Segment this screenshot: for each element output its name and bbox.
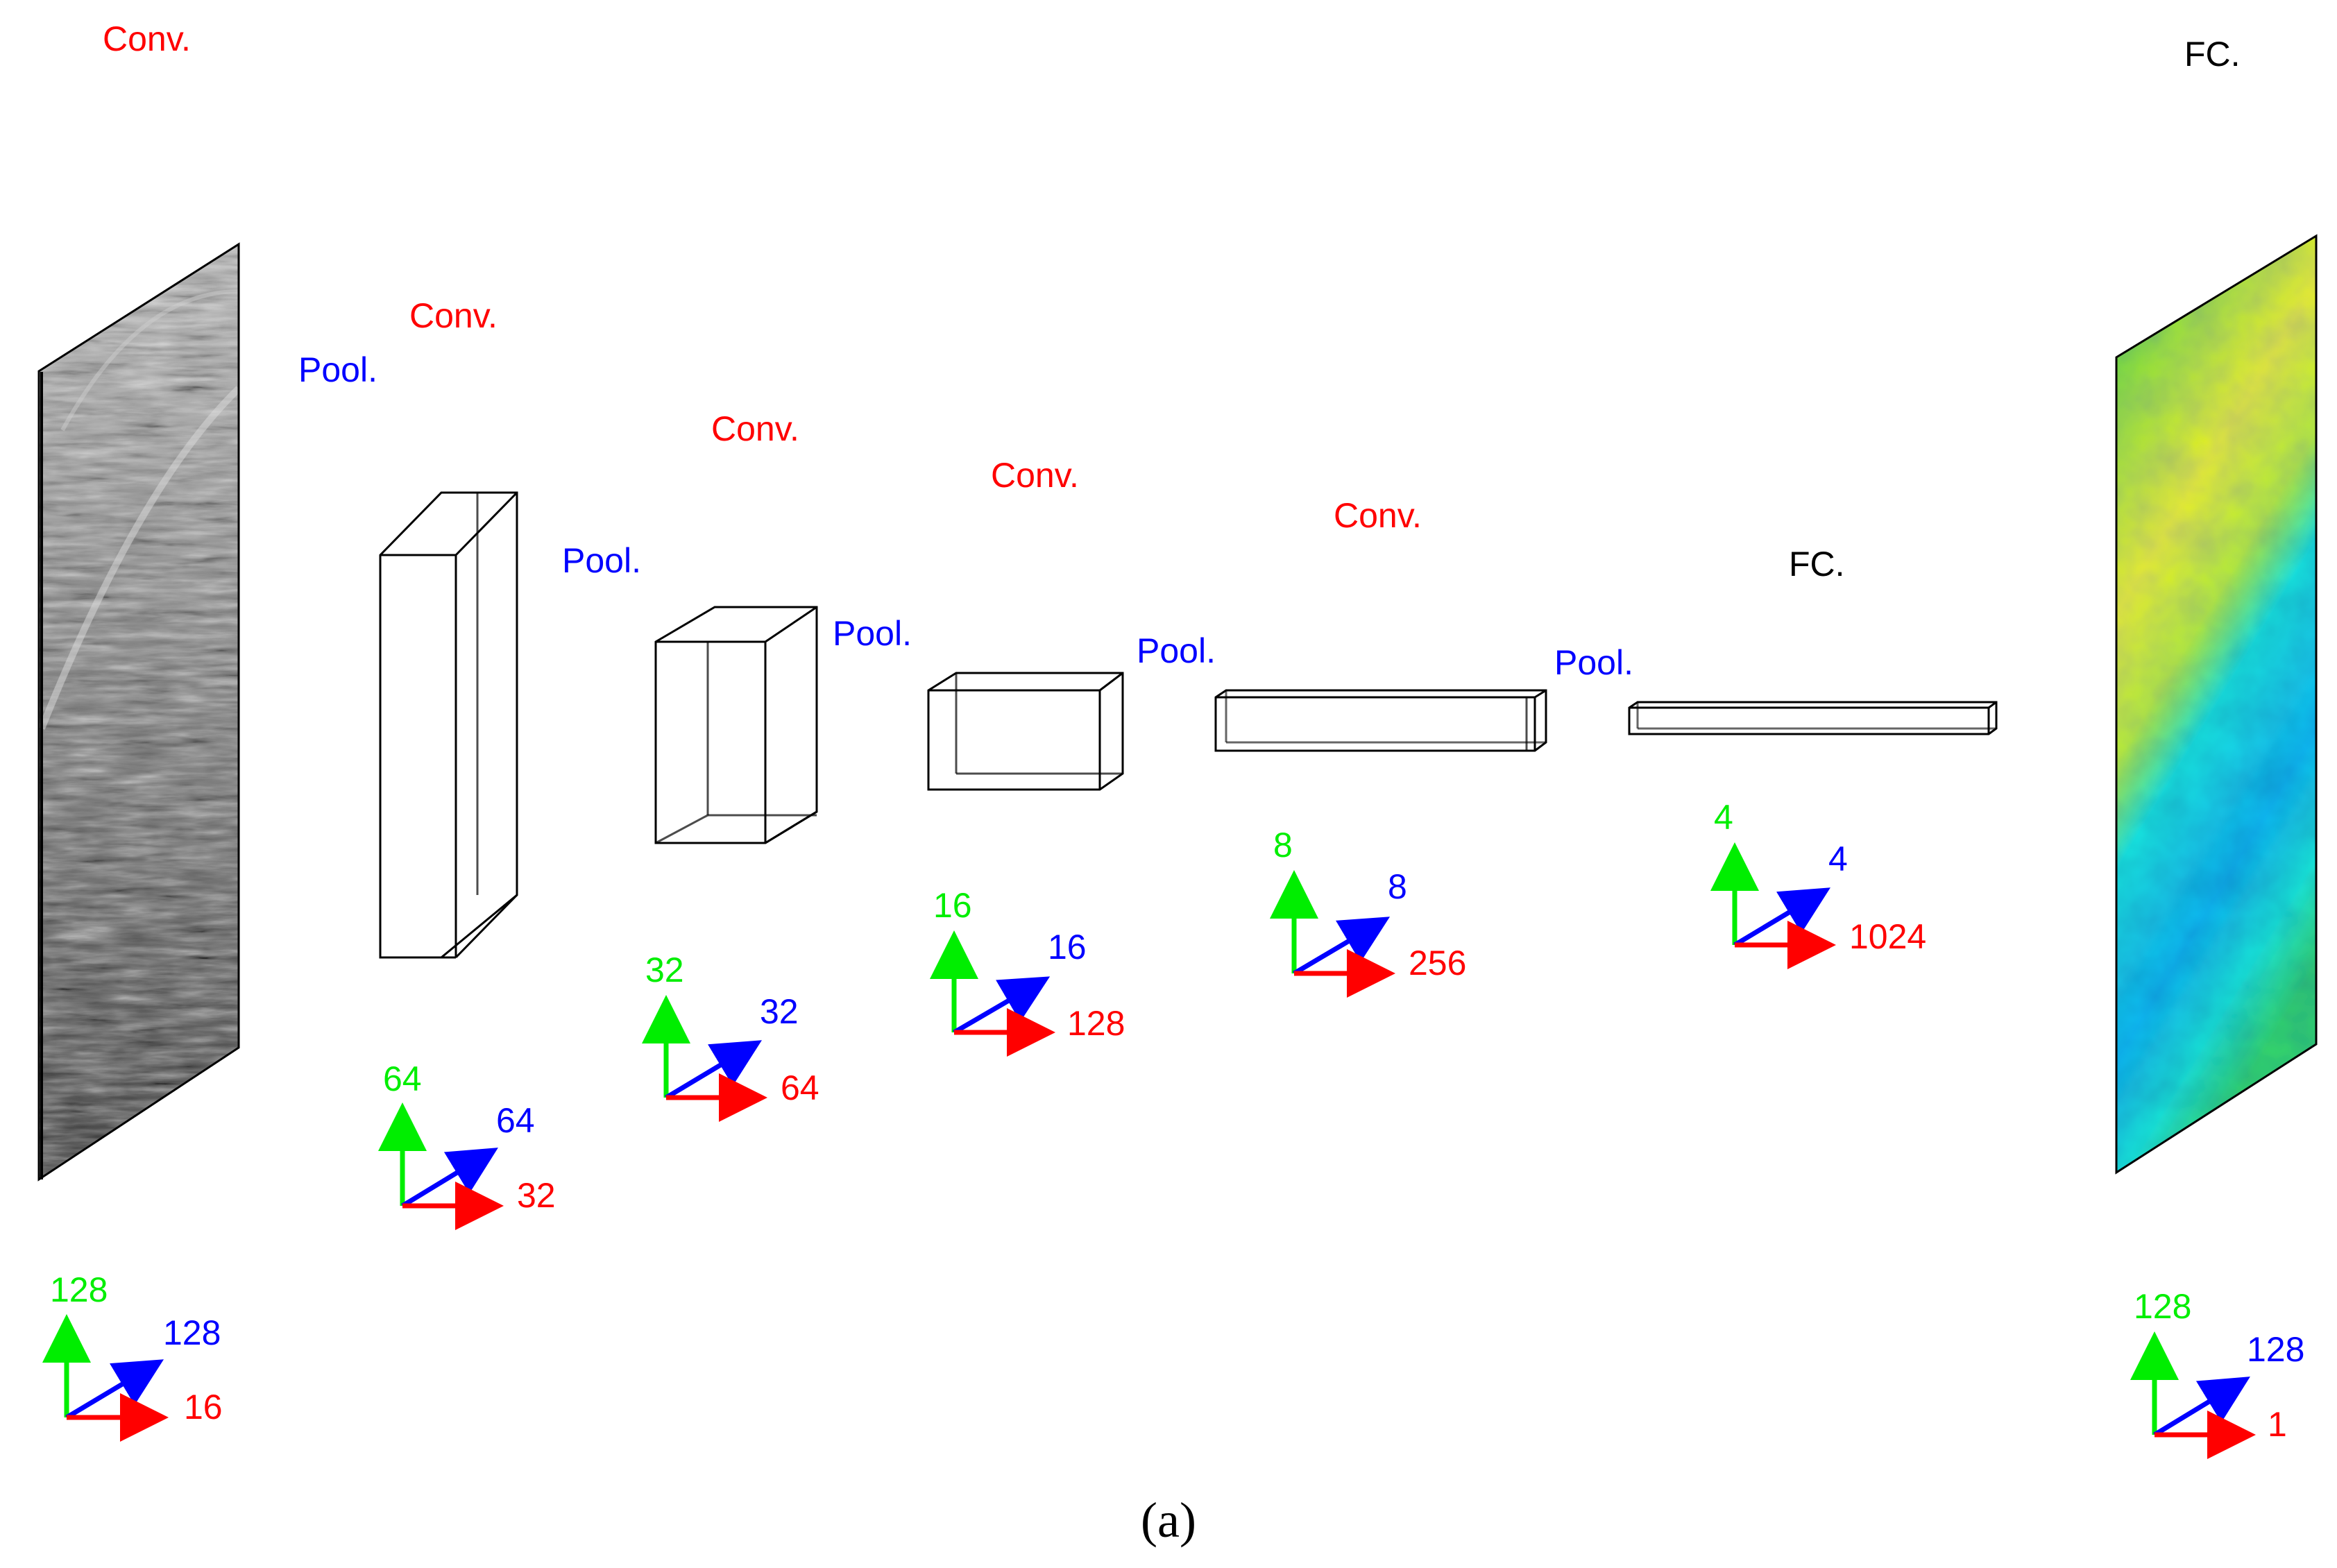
conv-label-3: Conv. [711, 409, 799, 448]
dim-diag-block3: 16 [1048, 928, 1087, 966]
axes-block5: 4 4 1024 [1710, 798, 1926, 969]
conv-label-1: Conv. [103, 19, 191, 58]
pool-label-2: Pool. [562, 541, 641, 580]
axes-block4: 8 8 256 [1270, 826, 1466, 998]
conv-label-5: Conv. [1334, 496, 1422, 535]
input-image [37, 242, 240, 1182]
axes-block2: 32 32 64 [642, 951, 819, 1122]
dim-right-output: 1 [2268, 1405, 2287, 1444]
dim-up-output: 128 [2134, 1287, 2191, 1326]
conv-label-4: Conv. [991, 456, 1079, 495]
dim-right-block2: 64 [781, 1068, 819, 1107]
dim-diag-block4: 8 [1388, 867, 1407, 906]
dim-right-block1: 32 [517, 1176, 556, 1215]
pool-label-4: Pool. [1137, 631, 1216, 670]
dim-up-block4: 8 [1273, 826, 1293, 864]
fc-label-1: FC. [1789, 545, 1845, 583]
feature-map-box-2 [654, 606, 818, 844]
feature-map-box-4 [1214, 689, 1547, 752]
feature-map-box-5 [1628, 701, 1998, 735]
dim-diag-input: 128 [163, 1313, 221, 1352]
dim-up-block1: 64 [383, 1059, 422, 1098]
fc-label-2: FC. [2184, 35, 2241, 74]
dim-right-block5: 1024 [1849, 917, 1926, 956]
axes-block1: 64 64 32 [378, 1059, 556, 1230]
axes-block3: 16 16 128 [930, 886, 1125, 1057]
dim-up-block3: 16 [933, 886, 972, 925]
dim-diag-block2: 32 [760, 992, 799, 1031]
operation-labels: Conv. Conv. Pool. Conv. Pool. Conv. Pool… [103, 19, 2241, 682]
feature-map-box-1 [379, 491, 518, 959]
figure-caption: (a) [1141, 1492, 1196, 1548]
dim-diag-block5: 4 [1828, 840, 1848, 878]
dim-diag-block1: 64 [496, 1101, 535, 1140]
dim-diag-output: 128 [2247, 1330, 2304, 1369]
pool-label-1: Pool. [298, 350, 377, 389]
dim-up-input: 128 [50, 1270, 108, 1309]
dim-right-block4: 256 [1409, 944, 1466, 982]
pool-label-5: Pool. [1554, 643, 1633, 682]
axes-output: 128 128 1 [2130, 1287, 2304, 1459]
dim-up-block2: 32 [645, 951, 684, 989]
dim-up-block5: 4 [1714, 798, 1733, 837]
dim-right-block3: 128 [1067, 1004, 1125, 1043]
pool-label-3: Pool. [833, 614, 912, 653]
conv-label-2: Conv. [409, 296, 498, 335]
axes-input: 128 128 16 [42, 1270, 223, 1442]
feature-map-box-3 [927, 672, 1124, 791]
output-heatmap [2115, 234, 2318, 1175]
dim-right-input: 16 [184, 1388, 223, 1426]
